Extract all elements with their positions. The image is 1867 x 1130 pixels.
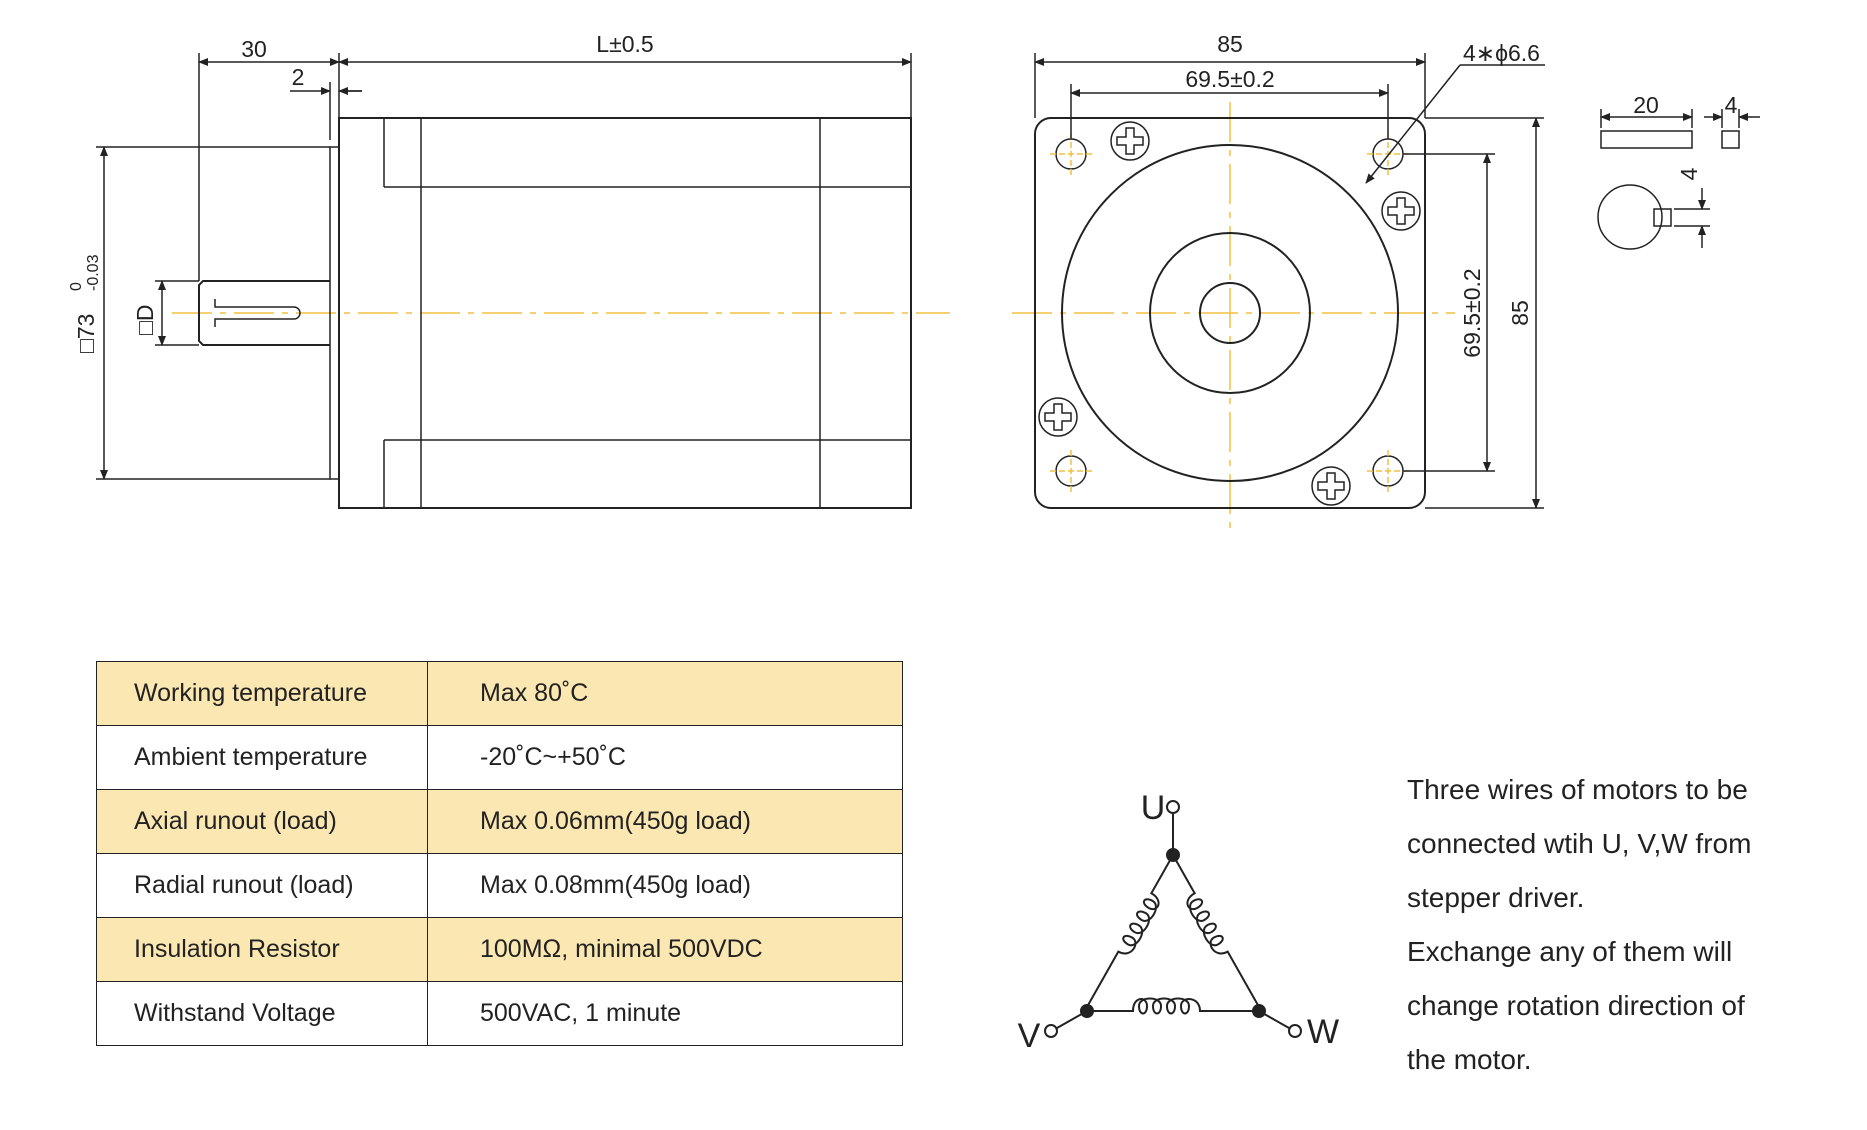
coil-vw xyxy=(1087,997,1259,1015)
spec-row: Working temperature Max 80˚C xyxy=(96,661,903,726)
flange-step xyxy=(329,146,340,480)
dim-flange-tol-upper: 0 xyxy=(68,282,85,291)
mounting-holes xyxy=(1050,133,1409,492)
spec-value: -20˚C~+50˚C xyxy=(427,725,903,790)
spec-row: Insulation Resistor 100MΩ, minimal 500VD… xyxy=(96,917,903,982)
dim-hole-spacing-v: 69.5±0.2 xyxy=(1459,268,1485,357)
terminal-v-circle xyxy=(1044,1024,1058,1038)
spec-param: Working temperature xyxy=(96,661,428,726)
note-line: the motor. xyxy=(1407,1044,1532,1075)
spec-value: Max 0.08mm(450g load) xyxy=(427,853,903,918)
spec-param: Axial runout (load) xyxy=(96,789,428,854)
note-line: stepper driver. xyxy=(1407,882,1585,913)
spec-param: Radial runout (load) xyxy=(96,853,428,918)
front-body-circle xyxy=(1061,144,1399,482)
spec-row: Radial runout (load) Max 0.08mm(450g loa… xyxy=(96,853,903,918)
dim-flange-step: 2 xyxy=(292,64,305,90)
terminal-w-circle xyxy=(1288,1024,1302,1038)
spec-row: Axial runout (load) Max 0.06mm(450g load… xyxy=(96,789,903,854)
dim-front-width: 85 xyxy=(1217,31,1243,57)
front-shaft xyxy=(1199,282,1261,344)
front-flange xyxy=(1034,117,1426,509)
key-side xyxy=(1600,130,1693,149)
wiring-diagram: U V W xyxy=(1018,789,1339,1055)
dim-hole-spacing-h: 69.5±0.2 xyxy=(1185,66,1274,92)
coil-uw xyxy=(1172,854,1262,1011)
terminal-u-label: U xyxy=(1141,789,1166,827)
spec-value: Max 80˚C xyxy=(427,661,903,726)
dim-key-length: 20 xyxy=(1633,92,1659,118)
dim-hole-spec: 4∗ϕ6.6 xyxy=(1463,40,1540,66)
shaft-key-slot xyxy=(214,299,301,327)
note-line: change rotation direction of xyxy=(1407,990,1745,1021)
spec-param: Ambient temperature xyxy=(96,725,428,790)
screw-heads xyxy=(1038,121,1421,506)
spec-row: Ambient temperature -20˚C~+50˚C xyxy=(96,725,903,790)
key-in-shaft xyxy=(1653,208,1672,227)
spec-param: Withstand Voltage xyxy=(96,981,428,1046)
spec-table: Working temperature Max 80˚C Ambient tem… xyxy=(96,661,903,1046)
key-detail: 20 4 4 xyxy=(1597,92,1760,250)
dim-flange-square: □73 xyxy=(73,314,99,353)
dim-key-width: 4 xyxy=(1725,92,1738,118)
side-view: 30 L±0.5 2 □73 0 -0.03 xyxy=(68,31,950,509)
note-line: Exchange any of them will xyxy=(1407,936,1733,967)
dim-key-height: 4 xyxy=(1676,167,1702,180)
key-end xyxy=(1721,130,1740,149)
motor-shaft xyxy=(198,280,330,346)
note-line: connected wtih U, V,W from xyxy=(1407,828,1752,859)
dim-front-height: 85 xyxy=(1507,300,1533,326)
terminal-u-circle xyxy=(1166,800,1180,814)
dim-body-length: L±0.5 xyxy=(596,31,653,57)
wiring-note: Three wires of motors to be connected wt… xyxy=(1407,763,1827,1087)
spec-value: Max 0.06mm(450g load) xyxy=(427,789,903,854)
dim-shaft-length: 30 xyxy=(241,36,267,62)
spec-value: 100MΩ, minimal 500VDC xyxy=(427,917,903,982)
spec-param: Insulation Resistor xyxy=(96,917,428,982)
front-boss xyxy=(1149,232,1311,394)
dim-shaft-diameter: □D xyxy=(132,304,158,335)
note-line: Three wires of motors to be xyxy=(1407,774,1748,805)
front-view: 85 69.5±0.2 4∗ϕ6.6 69.5±0.2 85 xyxy=(1012,31,1545,532)
terminal-v-label: V xyxy=(1018,1017,1041,1055)
shaft-section xyxy=(1597,184,1663,250)
terminal-w-label: W xyxy=(1307,1013,1339,1051)
spec-value: 500VAC, 1 minute xyxy=(427,981,903,1046)
spec-row: Withstand Voltage 500VAC, 1 minute xyxy=(96,981,903,1046)
dim-flange-tol-lower: -0.03 xyxy=(85,254,102,291)
coil-uv xyxy=(1084,854,1174,1011)
